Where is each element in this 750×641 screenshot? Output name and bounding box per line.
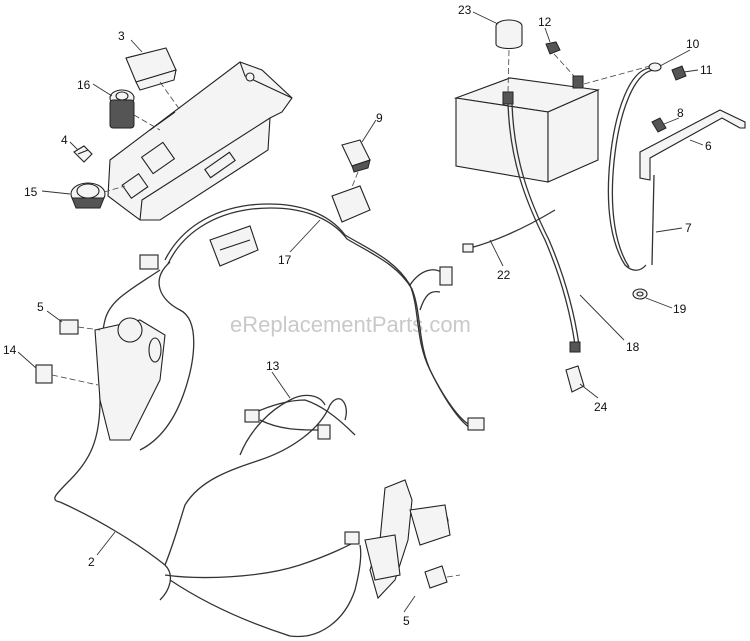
watermark: eReplacementParts.com xyxy=(230,312,471,337)
callout-7: 7 xyxy=(685,221,692,235)
callout-5-lower: 5 xyxy=(403,614,410,628)
interlock-bracket-lower xyxy=(364,479,461,600)
part-5-switch-lower xyxy=(424,565,448,589)
control-panel xyxy=(107,61,293,221)
part-19-washer xyxy=(632,288,648,300)
part-18-cable xyxy=(507,103,581,353)
callout-10: 10 xyxy=(686,37,700,51)
callout-5-upper: 5 xyxy=(37,300,44,314)
part-5-switch-upper xyxy=(59,319,79,335)
interlock-bracket-upper xyxy=(35,317,166,441)
callout-23: 23 xyxy=(458,3,472,17)
part-22-cable-tie xyxy=(462,209,556,253)
callout-4: 4 xyxy=(61,133,68,147)
part-15-meter xyxy=(70,182,126,209)
callout-19: 19 xyxy=(673,302,687,316)
leader-lines xyxy=(17,11,704,613)
callouts: 23 12 10 11 8 6 7 19 22 18 24 3 16 4 15 … xyxy=(3,3,713,628)
callout-12: 12 xyxy=(538,15,552,29)
part-4-clip xyxy=(73,145,93,163)
callout-2: 2 xyxy=(88,555,95,569)
callout-8: 8 xyxy=(677,106,684,120)
fuse-block xyxy=(139,185,371,270)
part-11-bolt xyxy=(671,65,687,81)
callout-13: 13 xyxy=(266,359,280,373)
part-3-switch xyxy=(125,47,181,111)
callout-3: 3 xyxy=(118,29,125,43)
part-23-terminal-cap xyxy=(495,19,523,93)
part-13-sub-harness xyxy=(244,399,356,440)
part-7-cable xyxy=(583,62,662,271)
callout-9: 9 xyxy=(376,111,383,125)
battery xyxy=(453,75,601,183)
part-14-switch xyxy=(35,364,53,384)
callout-11: 11 xyxy=(700,63,713,77)
part-9-relay xyxy=(341,139,371,193)
callout-22: 22 xyxy=(497,268,511,282)
callout-18: 18 xyxy=(626,340,640,354)
part-24-boot xyxy=(565,365,585,393)
callout-24: 24 xyxy=(594,400,608,414)
part-6-hold-down xyxy=(639,109,746,181)
part-16-key-switch xyxy=(109,89,161,131)
callout-17: 17 xyxy=(278,253,292,267)
callout-6: 6 xyxy=(705,139,712,153)
callout-14: 14 xyxy=(3,343,17,357)
callout-15: 15 xyxy=(24,185,38,199)
part-8-wing-nut xyxy=(651,117,667,133)
callout-16: 16 xyxy=(77,78,91,92)
part-12-nut xyxy=(545,41,575,77)
